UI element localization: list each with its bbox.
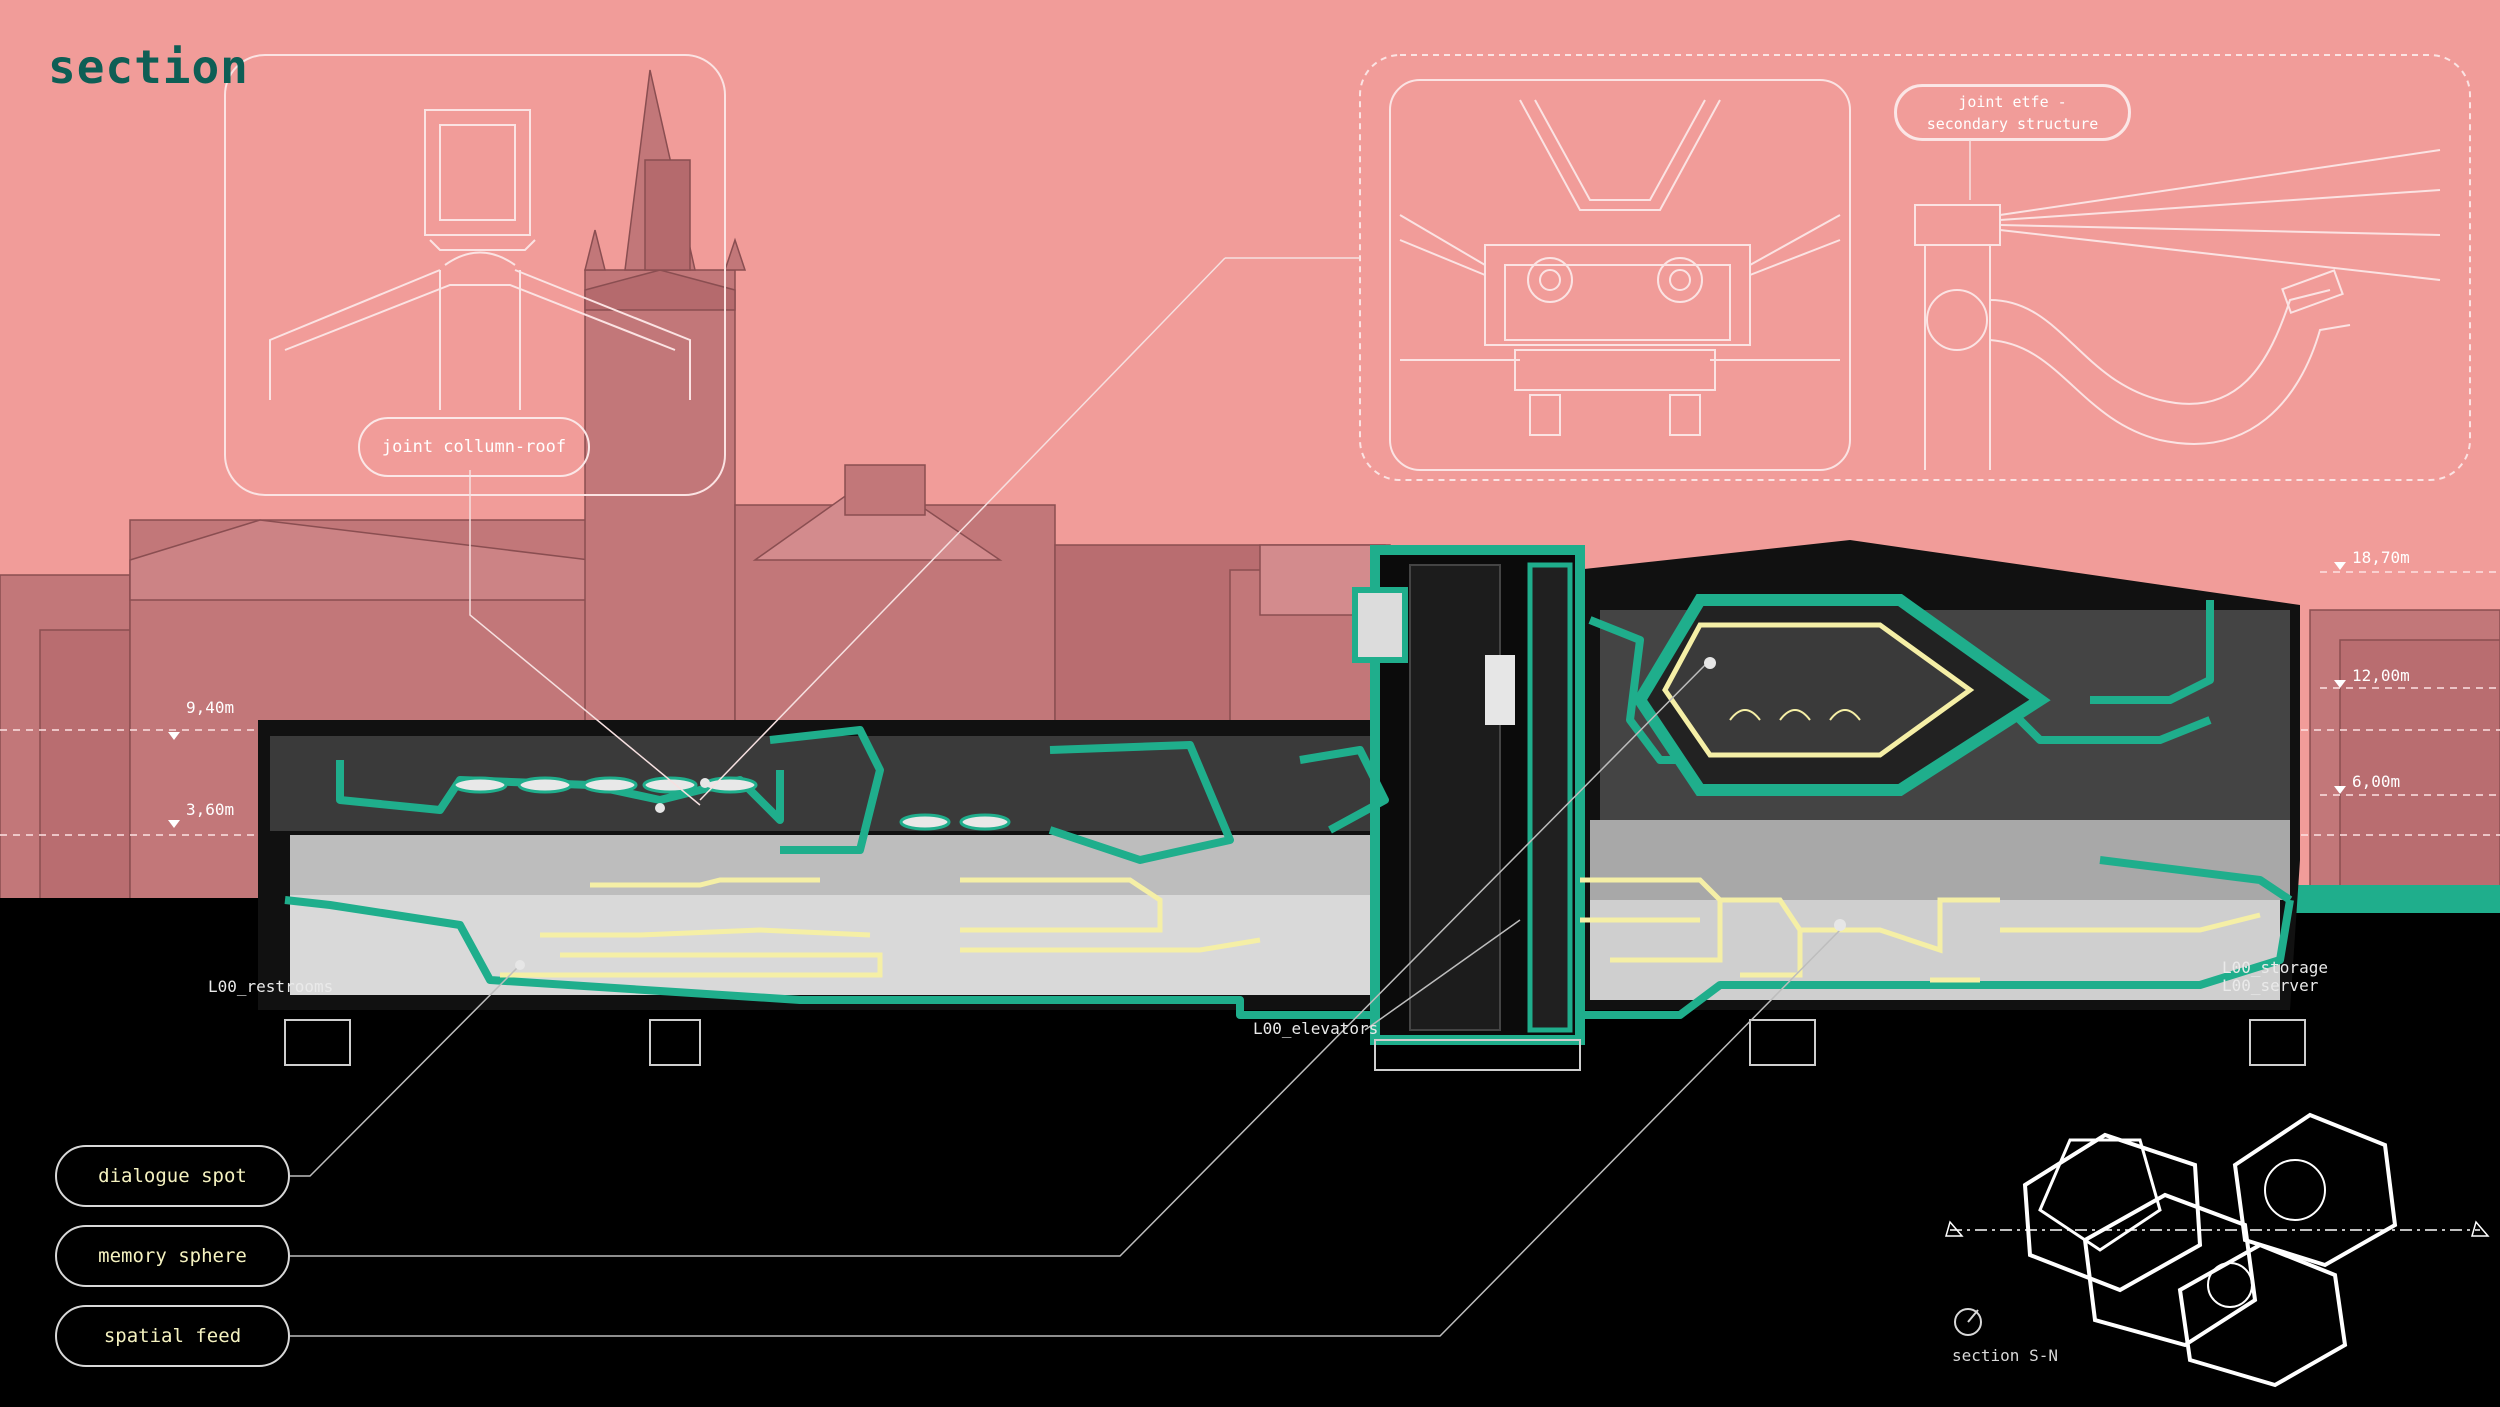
room-label-restrooms: L00_restrooms [208, 977, 334, 996]
room-label-server: L00_server [2222, 976, 2319, 995]
legend-leaders [290, 659, 1841, 1337]
memory-sphere-structure [1632, 594, 2051, 796]
program-lines [500, 877, 2261, 983]
foundations [284, 1019, 2306, 1071]
level-label-6-00: 6,00m [2352, 772, 2401, 791]
room-label-elevators: L00_elevators [1253, 1019, 1379, 1038]
legend-memory-sphere: memory sphere [55, 1225, 290, 1287]
axonometric-diagram [1945, 1112, 2490, 1388]
callout-joint-etfe-line2: secondary structure [1926, 114, 2099, 133]
section-marker-label: section S-N [1952, 1346, 2058, 1365]
leader-dots [515, 657, 1846, 970]
ground-edge-right [2290, 885, 2500, 913]
legend-spatial-feed: spatial feed [55, 1305, 290, 1367]
level-label-3-60: 3,60m [186, 800, 235, 819]
level-markers [168, 562, 2346, 828]
callout-joint-etfe-line1: joint etfe - [1958, 92, 2067, 111]
room-label-storage: L00_storage [2222, 958, 2328, 977]
legend-dialogue-spot: dialogue spot [55, 1145, 290, 1207]
page-title: section [48, 40, 249, 94]
level-label-9-40: 9,40m [186, 698, 235, 717]
callout-joint-column-roof: joint collumn-roof [358, 417, 590, 477]
callout-joint-etfe: joint etfe - secondary structure [1895, 85, 2130, 140]
joint-column-roof-detail [224, 54, 726, 496]
level-label-18-70: 18,70m [2352, 548, 2410, 567]
joint-etfe-detail [1359, 54, 2471, 481]
section-marker-icon [1954, 1308, 1982, 1336]
callout-leaders [469, 140, 1971, 806]
level-label-12-00: 12,00m [2352, 666, 2410, 685]
